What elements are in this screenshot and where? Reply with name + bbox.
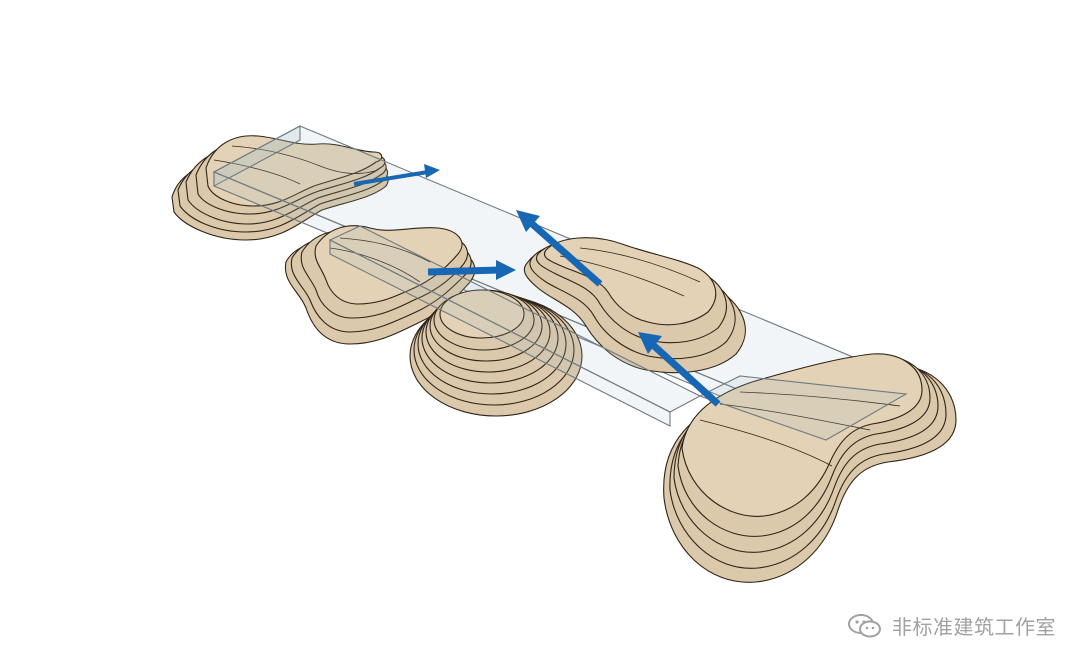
terrace-cluster-right (663, 353, 957, 583)
arrow-diagonal-upper (516, 210, 603, 287)
watermark-text: 非标准建筑工作室 (892, 615, 1056, 639)
arrows (353, 164, 721, 407)
terrace-cluster-mid-left (284, 225, 476, 345)
watermark: 非标准建筑工作室 (846, 611, 1056, 640)
arrow-top-right (353, 164, 440, 186)
glass-beam-end (698, 375, 908, 441)
wechat-icon (848, 613, 881, 637)
arrow-diagonal-lower (638, 332, 721, 407)
arrow-mid-right (427, 260, 516, 280)
terrace-cluster-mid-right (523, 237, 746, 374)
terrace-cluster-center (409, 289, 583, 417)
